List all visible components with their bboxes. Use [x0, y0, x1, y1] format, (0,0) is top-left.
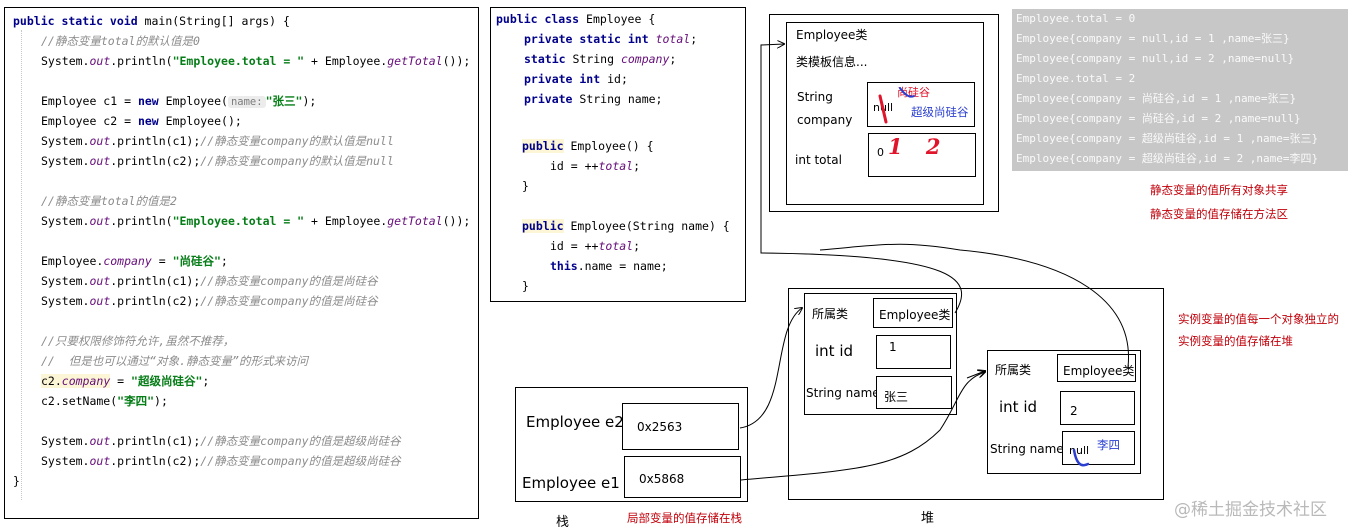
- company-label: company: [797, 113, 853, 127]
- console-line: Employee{company = null,id = 2 ,name=nul…: [1016, 52, 1295, 65]
- obj1-id-slot: [876, 335, 951, 369]
- code-comment: // 但是也可以通过“对象.静态变量”的形式来访问: [41, 354, 308, 368]
- indent-guide: [21, 30, 22, 500]
- stack-e1-label: Employee e1: [522, 474, 620, 492]
- stack-e2-value: 0x2563: [637, 420, 683, 434]
- obj2-name-slot: [1062, 431, 1135, 465]
- console-line: Employee{company = 超级尚硅谷,id = 2 ,name=李四…: [1016, 152, 1319, 165]
- company-mid-value: 尚硅谷: [897, 86, 930, 99]
- note-local-stack: 局部变量的值存储在栈: [627, 511, 742, 525]
- total-new-value: 1 2: [888, 134, 949, 159]
- ctor-name: public Employee(String name) {: [522, 219, 730, 233]
- obj1-class-value: Employee类: [879, 308, 951, 322]
- code-line-8: System.out.println(c2);//静态变量company的默认值…: [41, 154, 394, 168]
- ctor-body: id = ++total;: [550, 159, 641, 173]
- console-line: Employee.total = 2: [1016, 72, 1136, 85]
- console-line: Employee{company = 尚硅谷,id = 2 ,name=null…: [1016, 112, 1301, 125]
- watermark: @稀土掘金技术社区: [1174, 500, 1327, 520]
- note-static-shared: 静态变量的值所有对象共享: [1150, 183, 1288, 197]
- obj2-id-value: 2: [1070, 404, 1078, 418]
- total-label: int total: [795, 153, 842, 167]
- console-line: Employee{company = null,id = 1 ,name=张三}: [1016, 32, 1290, 45]
- ctor-name-body: this.name = name;: [550, 259, 668, 273]
- console-output: Employee.total = 0 Employee{company = nu…: [1012, 9, 1348, 171]
- console-line: Employee.total = 0: [1016, 12, 1136, 25]
- console-line: Employee{company = 超级尚硅谷,id = 1 ,name=张三…: [1016, 132, 1319, 145]
- code-line-6: Employee c2 = new Employee();: [41, 114, 242, 128]
- obj1-name-label: String name: [806, 386, 880, 400]
- obj2-class-label: 所属类: [995, 363, 1032, 377]
- stack-e2-slot: [622, 403, 739, 450]
- ctor-name-body: id = ++total;: [550, 239, 641, 253]
- console-line: Employee{company = 尚硅谷,id = 1 ,name=张三}: [1016, 92, 1297, 105]
- obj2-class-value: Employee类: [1063, 364, 1135, 378]
- ctor-default: public Employee() {: [522, 139, 654, 153]
- ctor-close: }: [522, 179, 529, 193]
- stack-e2-label: Employee e2: [526, 413, 624, 431]
- code-line-5: Employee c1 = new Employee(name:"张三");: [41, 94, 317, 108]
- company-old-value: null: [873, 101, 894, 114]
- stack-e1-value: 0x5868: [639, 472, 685, 486]
- field-company: static String company;: [524, 52, 677, 66]
- code-comment: //只要权限修饰符允许,虽然不推荐，: [41, 334, 235, 348]
- class-template-info: 类模板信息...: [796, 55, 868, 69]
- code-line-15: System.out.println(c2);//静态变量company的值是尚…: [41, 294, 378, 308]
- code-line-20: c2.setName("李四");: [41, 394, 168, 408]
- stack-label: 栈: [556, 515, 570, 530]
- param-hint: name:: [227, 96, 266, 108]
- class-decl: public class Employee {: [496, 12, 656, 26]
- field-name: private String name;: [524, 92, 663, 106]
- obj1-id-label: int id: [815, 342, 854, 360]
- obj2-name-old-value: null: [1069, 444, 1090, 457]
- code-line-11: System.out.println("Employee.total = " +…: [41, 214, 471, 228]
- stack-e1-slot: [624, 456, 741, 498]
- code-comment: //静态变量total的默认值是0: [41, 34, 200, 48]
- class-code-panel: public class Employee { private static i…: [490, 7, 746, 302]
- obj1-name-value: 张三: [884, 390, 909, 404]
- company-type-label: String: [797, 90, 833, 104]
- ctor-close: }: [522, 279, 529, 293]
- total-old-value: 0: [877, 146, 884, 159]
- code-line-7: System.out.println(c1);//静态变量company的默认值…: [41, 134, 394, 148]
- code-line-14: System.out.println(c1);//静态变量company的值是尚…: [41, 274, 378, 288]
- code-line-1: public static void main(String[] args) {: [13, 14, 290, 28]
- note-static-method-area: 静态变量的值存储在方法区: [1150, 207, 1288, 221]
- code-line-13: Employee.company = "尚硅谷";: [41, 254, 228, 268]
- code-line-23: System.out.println(c2);//静态变量company的值是超…: [41, 454, 401, 468]
- main-code-panel: public static void main(String[] args) {…: [4, 7, 479, 519]
- class-title: Employee类: [796, 28, 868, 42]
- code-line-19: c2.company = "超级尚硅谷";: [41, 374, 210, 388]
- obj2-id-label: int id: [999, 398, 1038, 416]
- company-new-value: 超级尚硅谷: [911, 105, 969, 119]
- heap-label: 堆: [921, 511, 935, 526]
- obj2-name-label: String name: [990, 442, 1064, 456]
- obj1-class-label: 所属类: [812, 307, 849, 321]
- field-id: private int id;: [524, 72, 628, 86]
- code-line-22: System.out.println(c1);//静态变量company的值是超…: [41, 434, 401, 448]
- obj1-id-value: 1: [889, 340, 897, 354]
- obj2-name-value: 李四: [1097, 438, 1120, 452]
- obj2-id-slot: [1060, 391, 1135, 425]
- note-instance-independent: 实例变量的值每一个对象独立的: [1178, 312, 1339, 326]
- code-closing-brace: }: [13, 474, 20, 488]
- code-line-3: System.out.println("Employee.total = " +…: [41, 54, 471, 68]
- note-instance-heap: 实例变量的值存储在堆: [1178, 334, 1293, 348]
- field-total: private static int total;: [524, 32, 698, 46]
- code-comment: //静态变量total的值是2: [41, 194, 177, 208]
